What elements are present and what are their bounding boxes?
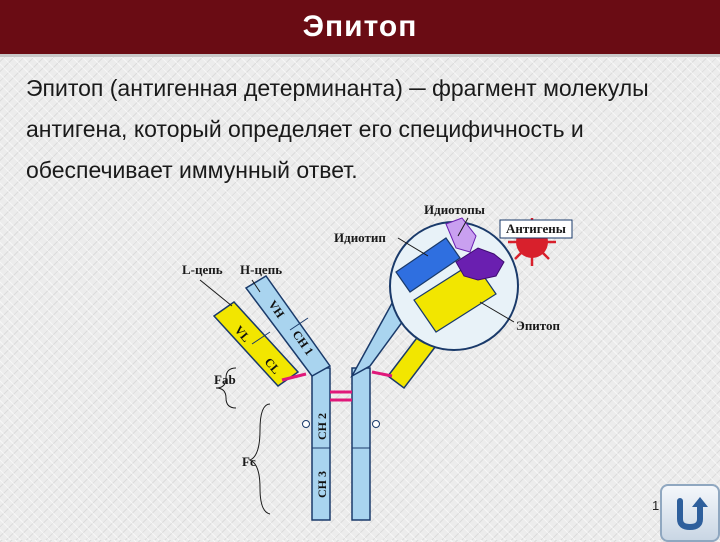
heavy-chain-stems	[311, 367, 371, 521]
l-chain-label: L-цепь	[182, 262, 223, 277]
antigens-label-box	[499, 219, 573, 239]
hinge-bonds	[330, 390, 352, 402]
carbohydrate-marker	[372, 420, 380, 428]
title-bar: Эпитоп	[0, 0, 720, 57]
page-number: 1	[652, 498, 660, 513]
h-chain-label: H-цепь	[240, 262, 282, 277]
antigens-label: Антигены	[506, 221, 566, 236]
fc-label: Fc	[242, 454, 256, 469]
pointer-lines	[199, 217, 515, 515]
slide-body-text: Эпитоп (антигенная детерминанта) ─ фрагм…	[26, 75, 649, 183]
binding-site-zoom	[389, 217, 519, 351]
ch3-label: CH 3	[315, 471, 329, 498]
idiotype-label: Идиотип	[334, 230, 386, 245]
left-light-arm	[212, 301, 307, 387]
return-arrow-icon	[677, 497, 708, 531]
left-heavy-arm	[244, 274, 332, 377]
fab-label: Fab	[214, 372, 236, 387]
return-button[interactable]	[660, 484, 720, 542]
epitope-label: Эпитоп	[516, 318, 561, 333]
carbohydrate-marker	[302, 420, 310, 428]
slide-title: Эпитоп	[302, 10, 418, 43]
idiotopes-label: Идиотопы	[424, 202, 485, 217]
ch2-label: CH 2	[315, 413, 329, 440]
